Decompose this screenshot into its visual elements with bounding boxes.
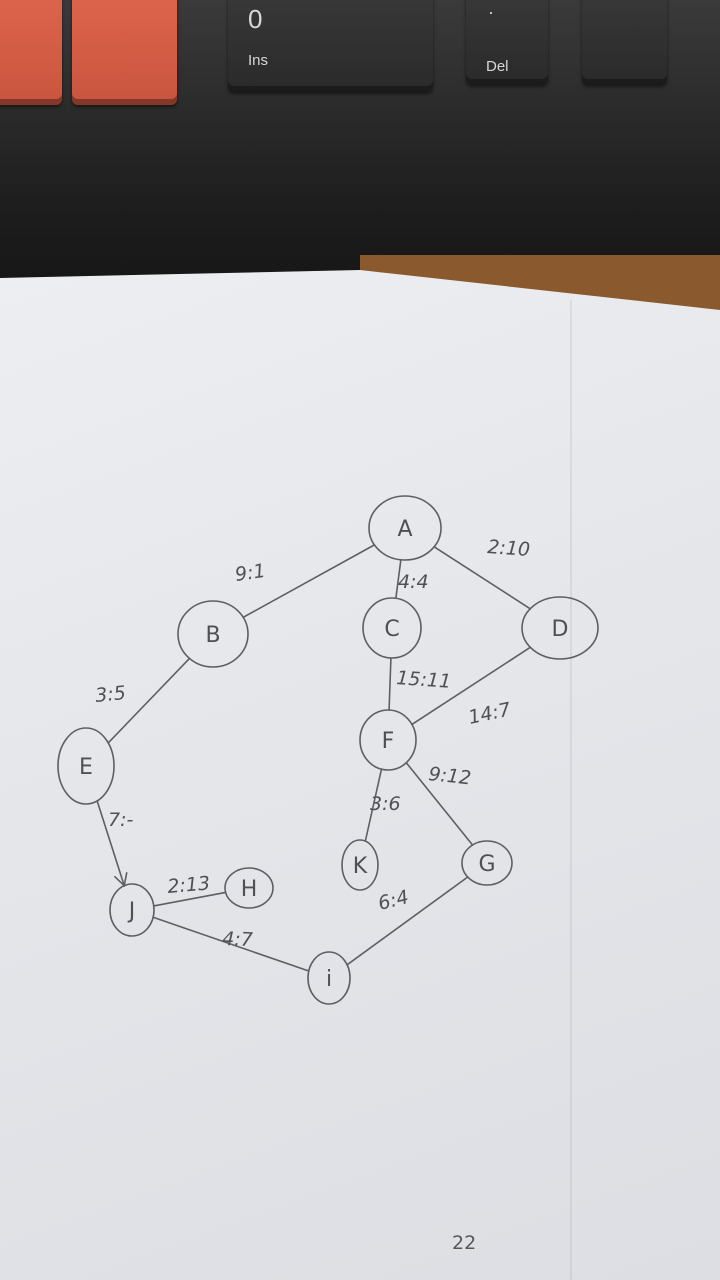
node-label: G [478, 852, 495, 877]
key-label: 0 [248, 4, 263, 34]
paper-sheet [0, 270, 720, 1280]
edge-e-j [96, 800, 126, 887]
orange-key-1 [0, 0, 62, 105]
edge-f-k [364, 768, 383, 842]
edge-c-f [388, 657, 392, 711]
graph-nodes: A B C D E F G Hi J K [57, 495, 599, 1005]
edge-label: 9:1 [234, 560, 267, 586]
node-label: J [127, 899, 136, 924]
node-label: A [397, 517, 412, 542]
node-i [307, 951, 351, 1005]
edge-label: 4:4 [398, 571, 429, 593]
node-e [57, 727, 115, 805]
edge-label: 4:7 [222, 928, 253, 951]
edge-label: 3:6 [370, 793, 401, 815]
node-label: H [241, 877, 258, 902]
paper-fold [570, 300, 572, 1280]
edge-label: 2:13 [167, 872, 211, 898]
node-label: D [552, 617, 569, 642]
edge-j-h [152, 891, 227, 907]
node-label: F [382, 729, 395, 754]
node-label: E [79, 755, 93, 780]
node-g [461, 840, 513, 886]
node-h [224, 867, 274, 909]
node-j [109, 883, 155, 937]
key-label: · [488, 2, 494, 22]
orange-key-2 [72, 0, 177, 105]
key-sublabel: Del [486, 58, 509, 75]
node-label: C [384, 617, 399, 642]
node-label: B [205, 623, 220, 648]
edge-label: 6:4 [376, 886, 411, 915]
node-label: i [326, 967, 332, 992]
key-sublabel: Ins [248, 52, 269, 69]
node-label: K [353, 854, 368, 879]
edge-label: 15:11 [396, 667, 452, 693]
edge-f-g [405, 761, 474, 846]
edge-label: 3:5 [94, 682, 127, 707]
graph-edges: 9:1 4:4 2:10 3:5 15:11 14:7 7:- 3:6 9:12 2:13 4:7 6… [94, 536, 532, 972]
node-k [341, 839, 379, 891]
edge-a-b [242, 544, 376, 619]
node-c [362, 597, 422, 659]
edge-b-e [107, 657, 191, 744]
edge-d-f [411, 646, 532, 726]
edge-a-d [433, 545, 531, 610]
node-a [368, 495, 442, 561]
node-f [359, 709, 417, 771]
edge-g-i [346, 876, 469, 966]
edge-label: 14:7 [466, 698, 512, 728]
node-d [521, 596, 599, 660]
edge-label: 7:- [108, 809, 133, 831]
edge-a-c [395, 558, 402, 600]
page-number: 22 [452, 1232, 477, 1254]
node-b [177, 600, 249, 668]
del-key: · Del [466, 0, 548, 85]
blank-key [582, 0, 667, 85]
edge-label: 2:10 [487, 536, 531, 561]
edge-j-i [152, 916, 310, 972]
edge-label: 9:12 [427, 763, 472, 789]
